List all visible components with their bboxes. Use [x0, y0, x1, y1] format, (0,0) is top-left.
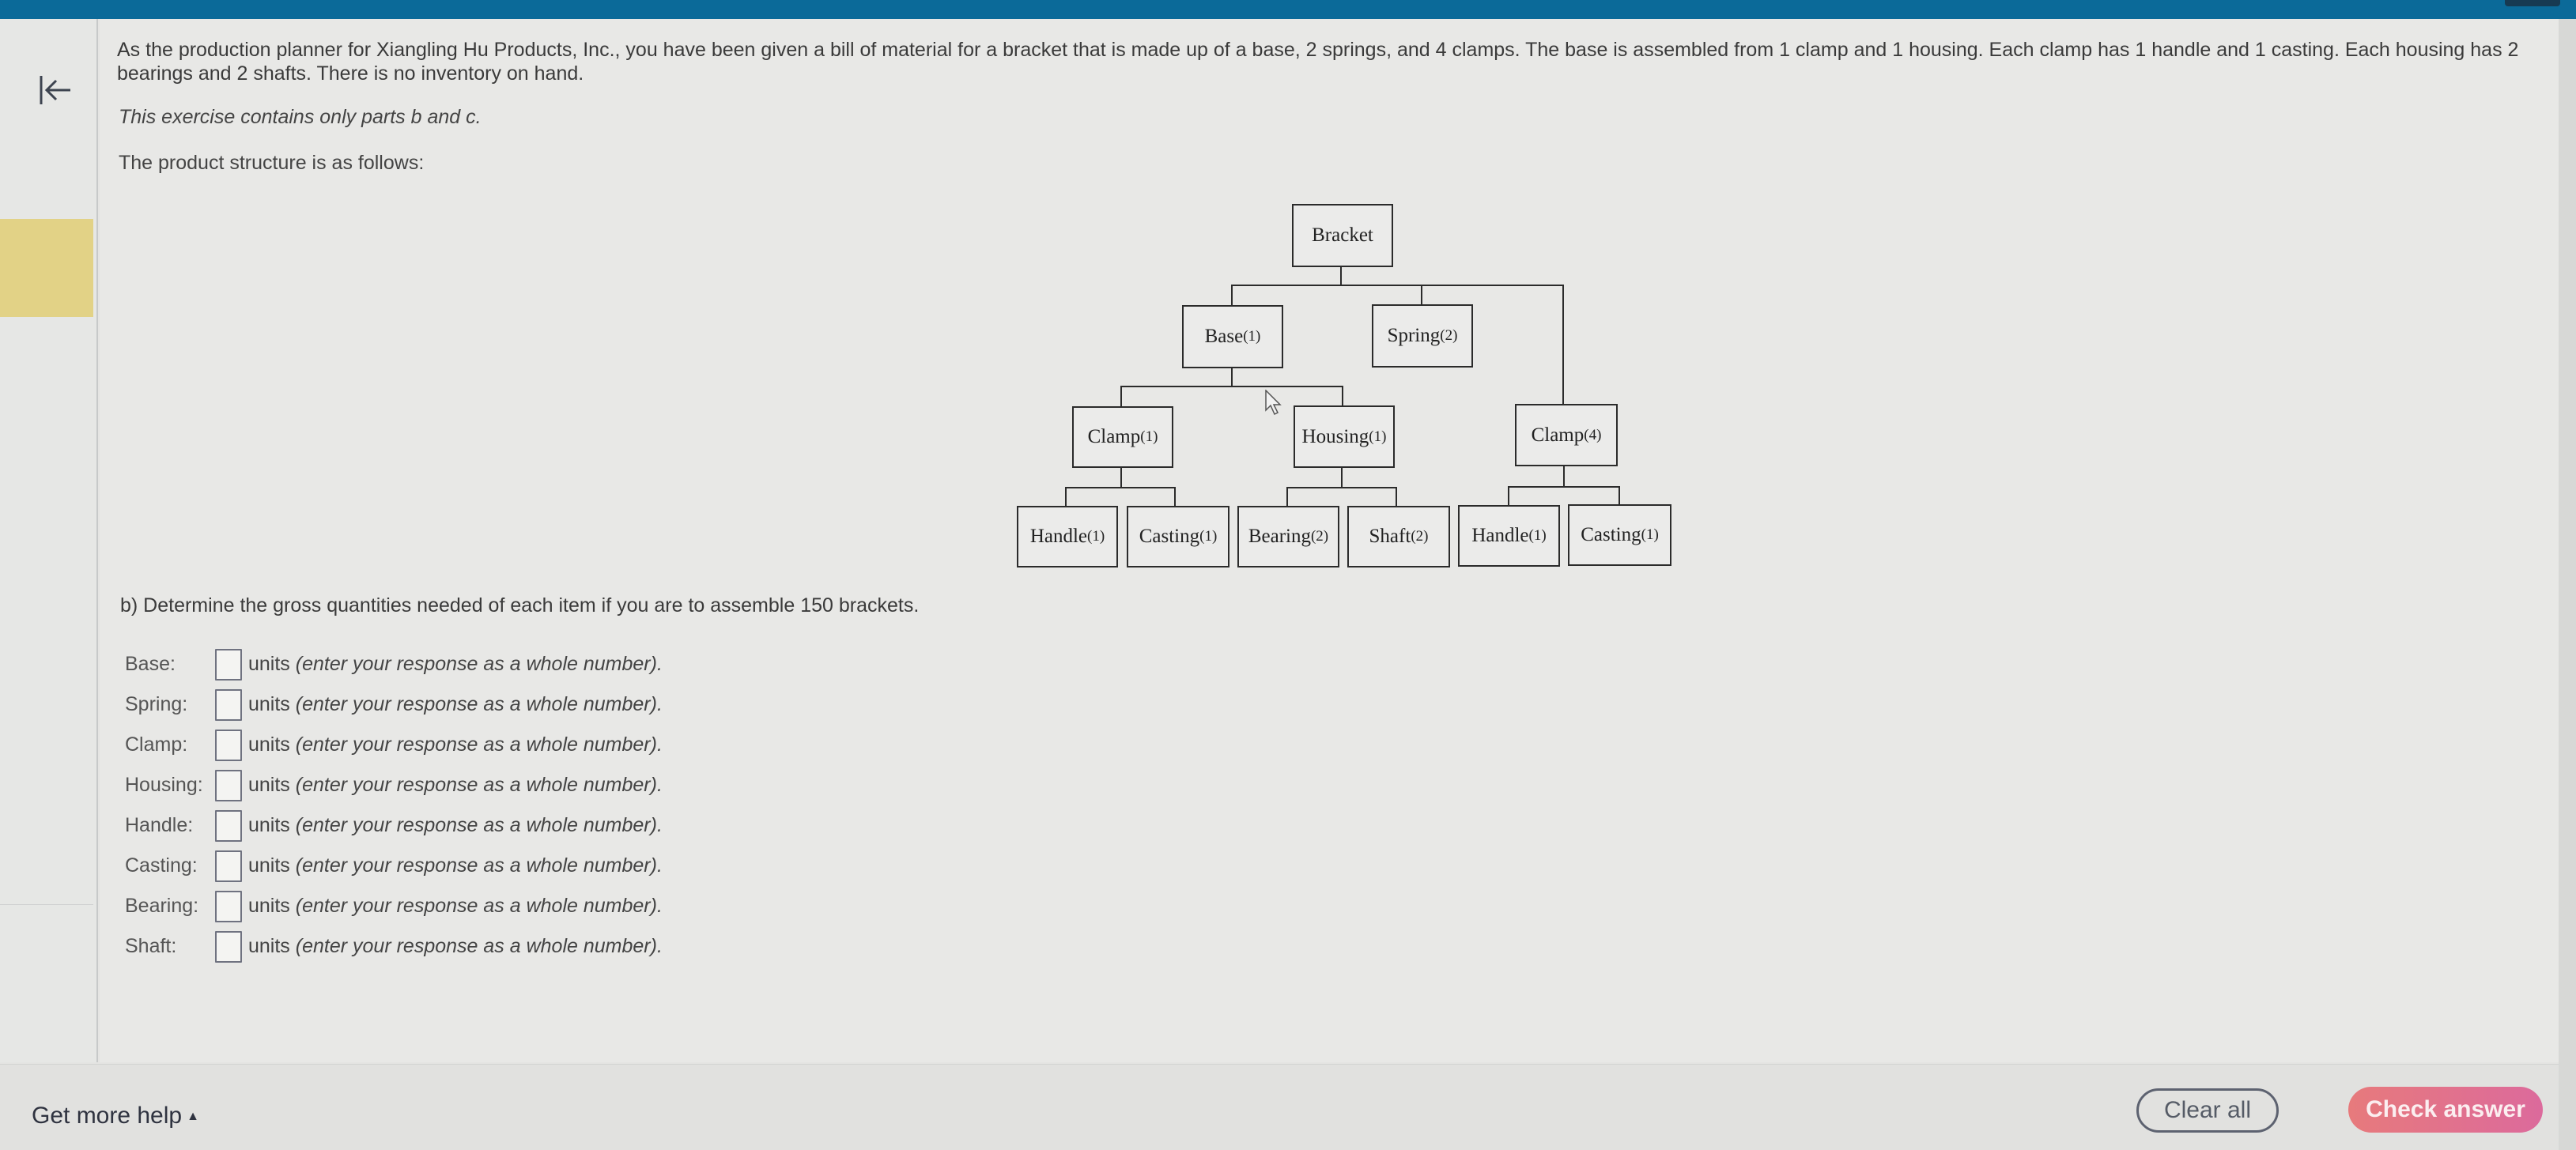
node-shaft: Shaft(2)	[1347, 506, 1450, 567]
answer-label: Casting:	[125, 854, 198, 877]
connector-line	[1286, 487, 1288, 507]
connector-line	[1174, 487, 1176, 507]
connector-line	[1120, 466, 1122, 488]
connector-line	[1508, 486, 1509, 506]
units-label: units	[248, 935, 290, 957]
clear-all-button[interactable]: Clear all	[2136, 1088, 2279, 1133]
answer-label: Handle:	[125, 814, 194, 836]
bearing-quantity-input[interactable]	[215, 890, 242, 922]
node-clamp-4: Clamp(4)	[1515, 404, 1618, 466]
answer-hint: (enter your response as a whole number).	[295, 935, 663, 957]
collapse-panel-button[interactable]	[32, 68, 79, 112]
connector-line	[1065, 487, 1067, 507]
connector-line	[1342, 386, 1343, 407]
connector-line	[1231, 367, 1233, 387]
node-bearing: Bearing(2)	[1237, 506, 1339, 567]
answer-label: Base:	[125, 653, 176, 675]
connector-line	[1120, 386, 1343, 387]
node-casting-1: Casting(1)	[1127, 506, 1229, 567]
answer-row-housing: Housing: units (enter your response as a…	[125, 765, 663, 805]
connector-line	[1563, 465, 1565, 487]
answer-hint: (enter your response as a whole number).	[295, 693, 663, 715]
answer-label: Shaft:	[125, 935, 177, 957]
node-clamp-1: Clamp(1)	[1072, 406, 1173, 468]
handle-quantity-input[interactable]	[215, 809, 242, 842]
answer-row-shaft: Shaft: units (enter your response as a w…	[125, 926, 663, 967]
mouse-cursor-icon	[1265, 390, 1282, 416]
header-corner-tab	[2505, 0, 2560, 6]
answer-label: Clamp:	[125, 733, 188, 756]
rail-divider	[0, 904, 93, 905]
casting-quantity-input[interactable]	[215, 850, 242, 882]
help-label: Get more help	[32, 1103, 183, 1129]
node-handle-1: Handle(1)	[1017, 506, 1118, 567]
units-label: units	[248, 653, 290, 675]
connector-line	[1120, 386, 1122, 407]
node-housing: Housing(1)	[1294, 405, 1395, 468]
connector-line	[1396, 487, 1397, 507]
answer-label: Bearing:	[125, 895, 199, 917]
footer-bar: Get more help ▲ Clear all Check answer	[0, 1064, 2559, 1150]
answer-list: Base: units (enter your response as a wh…	[125, 644, 663, 967]
connector-line	[1562, 285, 1564, 406]
housing-quantity-input[interactable]	[215, 769, 242, 801]
answer-row-spring: Spring: units (enter your response as a …	[125, 684, 663, 725]
connector-line	[1341, 466, 1343, 488]
caret-up-icon: ▲	[187, 1110, 199, 1123]
answer-row-clamp: Clamp: units (enter your response as a w…	[125, 725, 663, 765]
units-label: units	[248, 693, 290, 715]
product-structure-diagram: Bracket Base(1) Spring(2) Clamp(1) Housi…	[1004, 190, 1700, 577]
connector-line	[1421, 285, 1422, 306]
scrollbar[interactable]	[2559, 19, 2576, 1150]
answer-label: Housing:	[125, 774, 203, 796]
check-answer-button[interactable]: Check answer	[2348, 1087, 2543, 1133]
answer-row-handle: Handle: units (enter your response as a …	[125, 805, 663, 846]
units-label: units	[248, 814, 290, 836]
exercise-note: This exercise contains only parts b and …	[119, 106, 482, 128]
units-label: units	[248, 774, 290, 796]
question-intro: As the production planner for Xiangling …	[117, 39, 2519, 85]
connector-line	[1231, 285, 1563, 286]
shaft-quantity-input[interactable]	[215, 930, 242, 963]
get-more-help-button[interactable]: Get more help ▲	[32, 1103, 199, 1129]
connector-line	[1340, 266, 1342, 285]
connector-line	[1508, 486, 1620, 488]
node-spring: Spring(2)	[1372, 304, 1473, 368]
part-b-prompt: b) Determine the gross quantities needed…	[120, 594, 920, 616]
units-label: units	[248, 733, 290, 756]
units-label: units	[248, 895, 290, 917]
answer-hint: (enter your response as a whole number).	[295, 653, 663, 675]
units-label: units	[248, 854, 290, 877]
node-bracket: Bracket	[1292, 204, 1393, 267]
node-casting-2: Casting(1)	[1568, 504, 1671, 566]
clamp-quantity-input[interactable]	[215, 729, 242, 761]
connector-line	[1286, 487, 1397, 488]
answer-row-bearing: Bearing: units (enter your response as a…	[125, 886, 663, 926]
base-quantity-input[interactable]	[215, 648, 242, 681]
left-question-rail	[0, 19, 98, 1062]
node-handle-2: Handle(1)	[1458, 505, 1560, 567]
node-base: Base(1)	[1182, 305, 1283, 368]
collapse-left-arrow-icon	[40, 76, 70, 104]
answer-label: Spring:	[125, 693, 188, 715]
answer-row-base: Base: units (enter your response as a wh…	[125, 644, 663, 684]
answer-hint: (enter your response as a whole number).	[295, 895, 663, 917]
connector-line	[1231, 285, 1233, 307]
spring-quantity-input[interactable]	[215, 688, 242, 721]
answer-row-casting: Casting: units (enter your response as a…	[125, 846, 663, 886]
structure-label: The product structure is as follows:	[119, 152, 425, 174]
current-question-highlight[interactable]	[0, 219, 93, 317]
connector-line	[1065, 487, 1176, 488]
answer-hint: (enter your response as a whole number).	[295, 854, 663, 877]
top-header-bar	[0, 0, 2576, 19]
answer-hint: (enter your response as a whole number).	[295, 774, 663, 796]
connector-line	[1618, 486, 1620, 505]
answer-hint: (enter your response as a whole number).	[295, 814, 663, 836]
answer-hint: (enter your response as a whole number).	[295, 733, 663, 756]
